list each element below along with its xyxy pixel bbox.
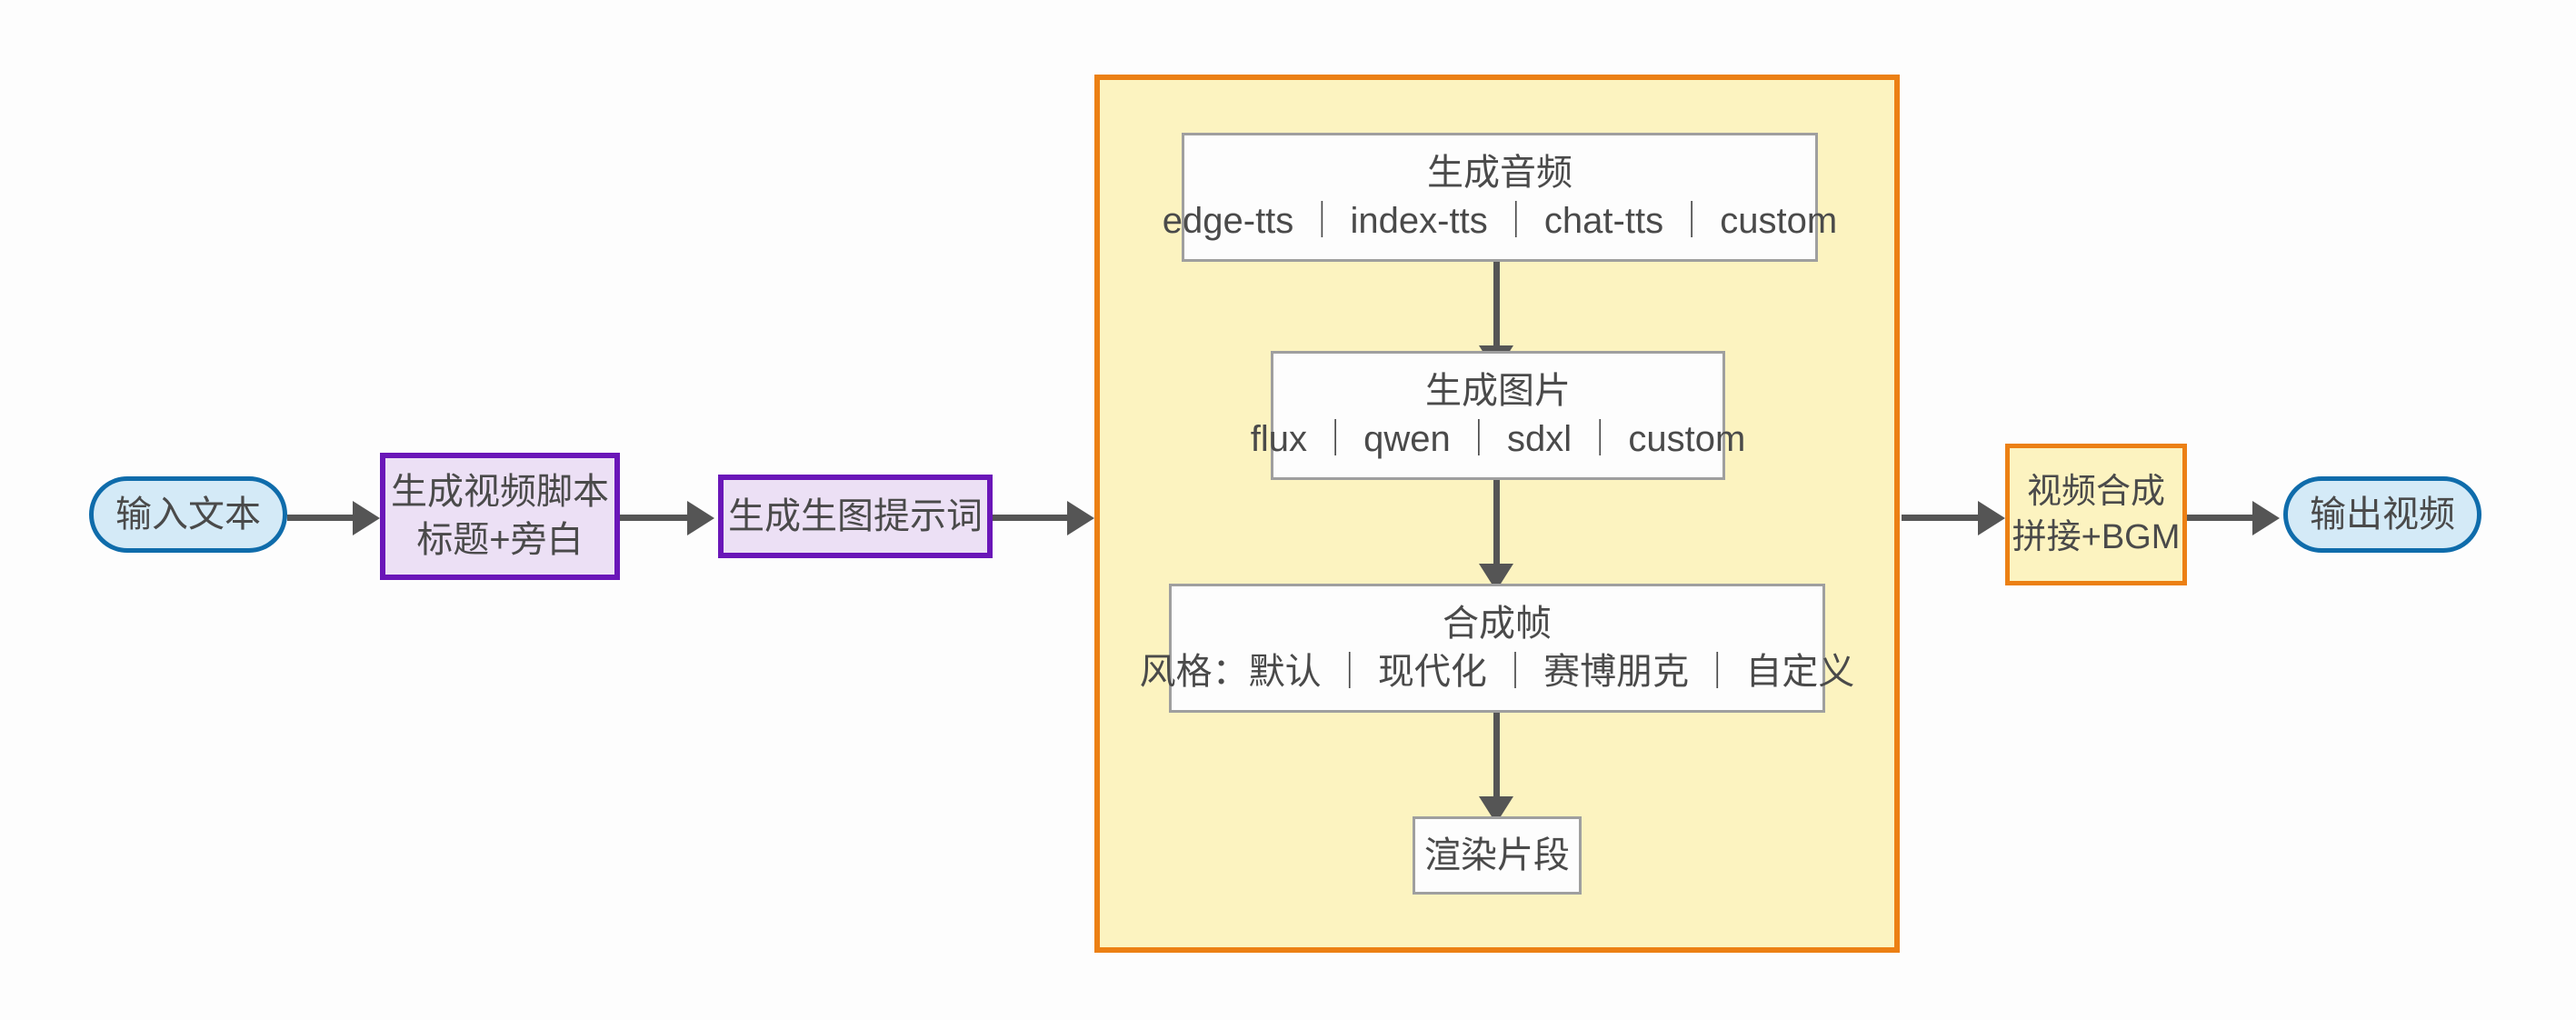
edge-frame-to-render-line bbox=[1493, 712, 1500, 803]
edge-subgraph-to-compose-arrow bbox=[1978, 501, 2005, 535]
node-generate-image-line1: 生成图片 bbox=[1425, 371, 1571, 412]
node-input-text[interactable]: 输入文本 bbox=[89, 476, 287, 553]
node-compose-frame[interactable]: 合成帧 风格：默认 ｜ 现代化 ｜ 赛博朋克 ｜ 自定义 bbox=[1140, 584, 1854, 713]
node-compose-frame-line1: 合成帧 bbox=[1443, 604, 1552, 645]
node-video-compose-line1: 视频合成 bbox=[2026, 472, 2165, 511]
edge-script-to-prompt-line bbox=[620, 515, 689, 521]
edge-image-to-frame-line bbox=[1493, 479, 1500, 570]
node-video-compose[interactable]: 视频合成 拼接+BGM bbox=[2005, 444, 2187, 585]
edge-audio-to-image-line bbox=[1493, 261, 1500, 352]
node-generate-image-prompt-label: 生成生图提示词 bbox=[728, 495, 983, 536]
node-video-compose-line2: 拼接+BGM bbox=[2012, 518, 2181, 556]
node-generate-script-line1: 生成视频脚本 bbox=[391, 472, 609, 513]
node-generate-image[interactable]: 生成图片 flux ｜ qwen ｜ sdxl ｜ custom bbox=[1251, 351, 1745, 480]
node-generate-audio-line1: 生成音频 bbox=[1427, 153, 1573, 194]
edge-input-to-script-line bbox=[287, 515, 354, 521]
edge-compose-to-output-arrow bbox=[2252, 501, 2280, 535]
node-output-video-label: 输出视频 bbox=[2310, 494, 2455, 535]
edge-compose-to-output-line bbox=[2185, 515, 2254, 521]
node-generate-image-line2: flux ｜ qwen ｜ sdxl ｜ custom bbox=[1250, 419, 1746, 459]
node-generate-audio[interactable]: 生成音频 edge-tts ｜ index-tts ｜ chat-tts ｜ c… bbox=[1163, 133, 1837, 262]
edge-prompt-to-subgraph-arrow bbox=[1067, 501, 1094, 535]
node-output-video[interactable]: 输出视频 bbox=[2283, 476, 2481, 553]
node-generate-image-prompt[interactable]: 生成生图提示词 bbox=[718, 475, 993, 558]
node-input-text-label: 输入文本 bbox=[115, 494, 261, 535]
edge-input-to-script-arrow bbox=[353, 501, 380, 535]
node-render-clip[interactable]: 渲染片段 bbox=[1413, 816, 1582, 895]
node-generate-script-line2: 标题+旁白 bbox=[416, 520, 584, 560]
node-render-clip-label: 渲染片段 bbox=[1424, 835, 1570, 875]
edge-prompt-to-subgraph-line bbox=[993, 515, 1069, 521]
node-compose-frame-line2: 风格：默认 ｜ 现代化 ｜ 赛博朋克 ｜ 自定义 bbox=[1139, 652, 1855, 692]
node-generate-audio-line2: edge-tts ｜ index-tts ｜ chat-tts ｜ custom bbox=[1162, 201, 1838, 241]
node-generate-script[interactable]: 生成视频脚本 标题+旁白 bbox=[380, 453, 620, 580]
edge-script-to-prompt-arrow bbox=[687, 501, 714, 535]
edge-subgraph-to-compose-line bbox=[1902, 515, 1980, 521]
